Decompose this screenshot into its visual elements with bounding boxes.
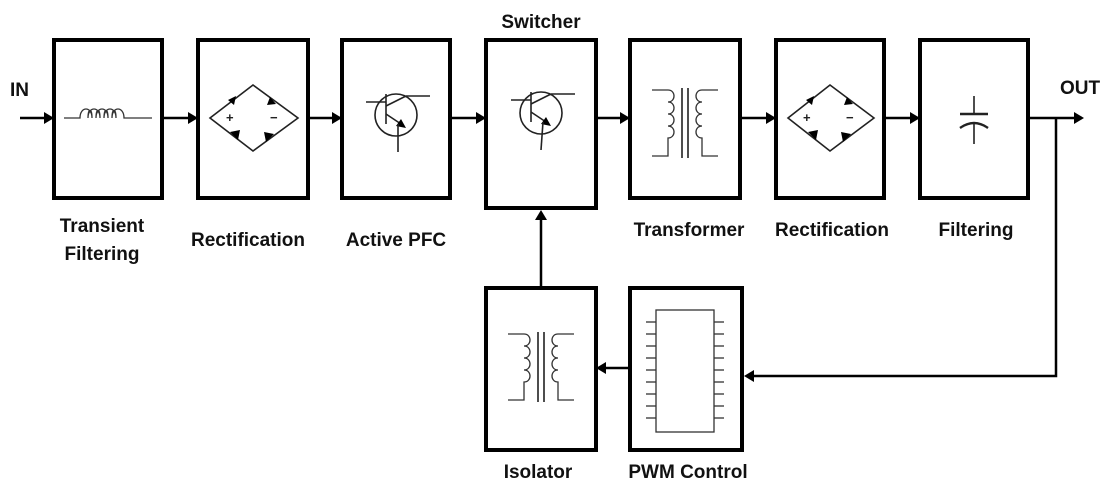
block-label: Isolator: [504, 462, 573, 483]
block-box: [484, 286, 598, 452]
block-rectification-2: + − Rectification: [774, 38, 889, 241]
svg-text:+: +: [226, 110, 234, 125]
transistor-icon: [366, 93, 430, 152]
block-transient-filtering: Transient Filtering: [52, 38, 164, 265]
block-transformer: Transformer: [628, 38, 745, 241]
block-box: [918, 38, 1030, 200]
block-label: PWM Control: [628, 462, 747, 483]
arrowhead: [744, 370, 754, 382]
block-label-line1: Transient: [60, 216, 145, 237]
block-label: Rectification: [775, 220, 889, 241]
arrowhead: [766, 112, 776, 124]
input-label: IN: [10, 80, 29, 101]
bridge-rectifier-icon: + −: [786, 83, 876, 153]
block-label: Transformer: [634, 220, 745, 241]
feedback-wire: [754, 118, 1058, 378]
block-box: [340, 38, 452, 200]
block-rectification-1: + − Rectification: [191, 38, 310, 251]
block-active-pfc: Active PFC: [340, 38, 452, 251]
block-label: Active PFC: [346, 230, 447, 251]
block-box: [774, 38, 886, 200]
block-label: Rectification: [191, 230, 305, 251]
transistor-icon: [511, 91, 575, 151]
block-label: Filtering: [939, 220, 1014, 241]
block-label-line2: Filtering: [65, 244, 140, 265]
capacitor-icon: [959, 96, 989, 144]
svg-text:−: −: [270, 110, 278, 125]
signal-path: [20, 112, 1084, 382]
inductor-icon: [64, 108, 152, 119]
block-box: [628, 286, 744, 452]
arrowhead: [476, 112, 486, 124]
block-isolator: Isolator: [484, 286, 598, 483]
arrowhead: [1074, 112, 1084, 124]
block-box: [628, 38, 742, 200]
transformer-icon: [652, 88, 718, 158]
arrowhead: [620, 112, 630, 124]
arrowhead: [910, 112, 920, 124]
svg-text:−: −: [846, 110, 854, 125]
block-filtering: Filtering: [918, 38, 1030, 241]
transformer-icon: [508, 332, 574, 402]
block-pwm-control: PWM Control: [628, 286, 748, 483]
arrowhead: [188, 112, 198, 124]
block-switcher: Switcher: [484, 12, 598, 210]
ic-chip-icon: [646, 309, 724, 433]
arrowhead: [535, 210, 547, 220]
arrowhead: [332, 112, 342, 124]
svg-text:+: +: [803, 110, 811, 125]
arrowhead: [596, 362, 606, 374]
output-label: OUT: [1060, 78, 1101, 99]
block-label: Switcher: [501, 12, 581, 33]
arrowhead: [44, 112, 54, 124]
bridge-rectifier-icon: + −: [208, 83, 300, 153]
block-box: [196, 38, 310, 200]
block-box: [52, 38, 164, 200]
